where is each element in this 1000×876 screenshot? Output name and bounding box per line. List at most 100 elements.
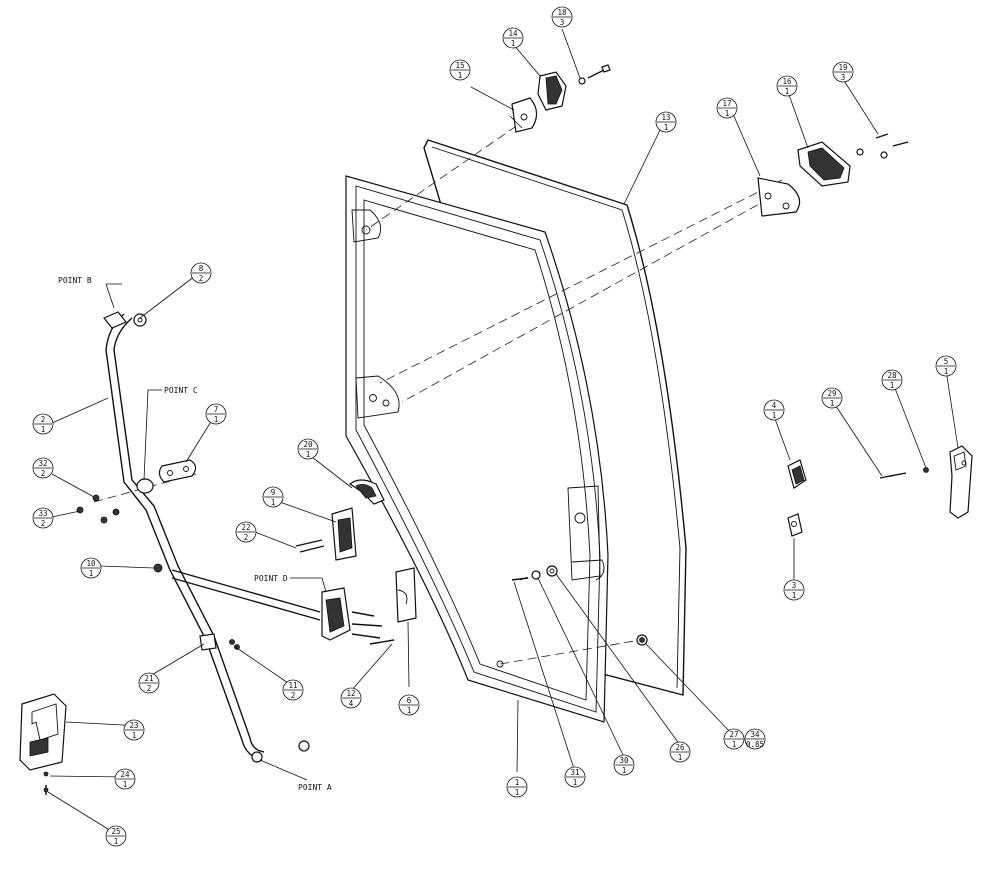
callout-2: 21 [32, 413, 54, 435]
svg-text:26: 26 [675, 743, 685, 752]
callout-1: 11 [506, 776, 528, 798]
callout-12: 124 [340, 687, 362, 709]
callout-27: 271 [723, 728, 745, 750]
callout-34: 340.85 [744, 728, 766, 750]
callout-11: 112 [282, 679, 304, 701]
svg-text:33: 33 [38, 509, 47, 518]
callout-10: 101 [80, 557, 102, 579]
hinge-top-right [757, 133, 909, 217]
svg-text:9: 9 [271, 488, 276, 497]
point-d-label: POINT D [254, 574, 288, 583]
svg-text:2: 2 [147, 684, 152, 693]
svg-text:2: 2 [244, 533, 249, 542]
door-frame-panel [345, 175, 609, 723]
svg-text:3: 3 [560, 18, 565, 27]
leader-lines [47, 28, 959, 835]
callout-15: 151 [449, 59, 471, 81]
svg-text:1: 1 [114, 837, 119, 846]
rear-glass-panel [423, 139, 687, 696]
callout-5: 51 [935, 355, 957, 377]
shim-plate [395, 567, 417, 623]
svg-text:18: 18 [557, 8, 567, 17]
svg-text:1: 1 [664, 123, 669, 132]
callout-19: 193 [832, 61, 854, 83]
svg-text:24: 24 [120, 770, 130, 779]
callout-14: 141 [502, 27, 524, 49]
svg-text:4: 4 [772, 401, 777, 410]
svg-text:1: 1 [772, 411, 777, 420]
svg-text:12: 12 [346, 689, 355, 698]
svg-text:1: 1 [271, 498, 276, 507]
callout-31: 311 [564, 766, 586, 788]
svg-text:27: 27 [729, 730, 738, 739]
callout-30: 301 [613, 754, 635, 776]
svg-text:2: 2 [291, 691, 296, 700]
point-b-label: POINT B [58, 276, 92, 285]
svg-text:4: 4 [349, 699, 354, 708]
callout-20: 201 [297, 438, 319, 460]
svg-text:3: 3 [841, 73, 846, 82]
svg-text:0.85: 0.85 [746, 740, 764, 749]
callout-bubbles: 11 21 31 41 51 61 71 82 [32, 6, 957, 847]
callout-28: 281 [881, 369, 903, 391]
callout-16: 161 [776, 75, 798, 97]
callout-8: 82 [190, 262, 212, 284]
callout-24: 241 [114, 768, 136, 790]
callout-26: 261 [669, 741, 691, 763]
point-a-label: POINT A [298, 783, 332, 792]
callout-23: 231 [123, 719, 145, 741]
svg-text:1: 1 [944, 367, 949, 376]
svg-text:3: 3 [792, 581, 797, 590]
svg-text:2: 2 [41, 469, 46, 478]
washers [511, 565, 648, 646]
svg-text:1: 1 [573, 778, 578, 787]
handle-rod [103, 311, 321, 763]
hinge-top-left [511, 64, 611, 133]
callout-6: 61 [398, 694, 420, 716]
small-fasteners [76, 494, 240, 650]
svg-text:19: 19 [838, 63, 847, 72]
point-labels: POINT B POINT C POINT D POINT A [58, 276, 332, 792]
svg-text:22: 22 [241, 523, 250, 532]
svg-text:1: 1 [830, 399, 835, 408]
svg-text:11: 11 [288, 681, 297, 690]
svg-text:17: 17 [722, 99, 731, 108]
svg-text:2: 2 [41, 415, 46, 424]
svg-text:1: 1 [732, 740, 737, 749]
callout-9: 91 [262, 486, 284, 508]
svg-text:20: 20 [303, 440, 313, 449]
latch-cover [19, 693, 67, 795]
svg-text:32: 32 [38, 459, 47, 468]
svg-text:1: 1 [622, 766, 627, 775]
svg-text:14: 14 [508, 29, 518, 38]
callout-22: 222 [235, 521, 257, 543]
svg-text:1: 1 [132, 731, 137, 740]
callout-29: 291 [821, 387, 843, 409]
bracket-plate [158, 459, 197, 483]
svg-text:1: 1 [89, 569, 94, 578]
svg-text:30: 30 [619, 756, 629, 765]
svg-text:1: 1 [41, 425, 46, 434]
svg-text:1: 1 [785, 87, 790, 96]
callout-17: 171 [716, 97, 738, 119]
svg-text:23: 23 [129, 721, 138, 730]
svg-text:15: 15 [455, 61, 464, 70]
svg-text:16: 16 [782, 77, 792, 86]
svg-text:1: 1 [306, 450, 311, 459]
svg-text:8: 8 [199, 264, 204, 273]
latch-assembly [295, 479, 385, 561]
svg-text:1: 1 [792, 591, 797, 600]
callout-25: 251 [105, 825, 127, 847]
svg-text:28: 28 [887, 371, 897, 380]
svg-text:2: 2 [199, 274, 204, 283]
svg-text:10: 10 [86, 559, 96, 568]
callout-33: 332 [32, 507, 54, 529]
callout-7: 71 [205, 403, 227, 425]
callout-3: 31 [783, 579, 805, 601]
svg-text:25: 25 [111, 827, 120, 836]
svg-text:1: 1 [407, 706, 412, 715]
svg-text:5: 5 [944, 357, 949, 366]
point-c-label: POINT C [164, 386, 198, 395]
svg-text:13: 13 [661, 113, 670, 122]
